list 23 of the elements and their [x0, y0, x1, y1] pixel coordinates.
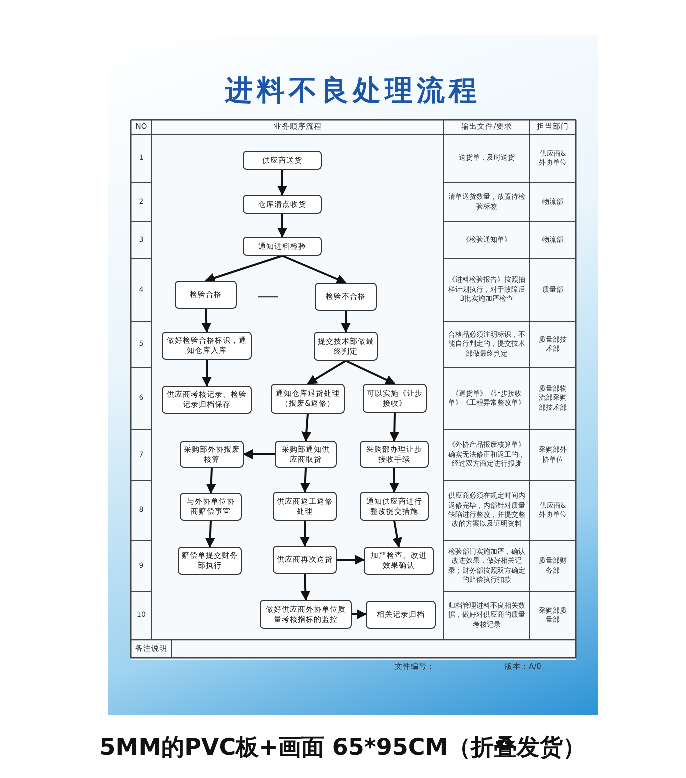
arrow: [205, 255, 283, 283]
arrow: [278, 214, 288, 238]
arrow: [390, 412, 400, 442]
arrow: [282, 255, 347, 284]
arrow: [278, 170, 288, 196]
arrow: [307, 360, 347, 385]
caption: 5MM的PVC板+画面 65*95CM（折叠发货）: [98, 734, 588, 763]
arrow: [205, 520, 216, 548]
arrow: [392, 520, 402, 548]
arrow: [300, 574, 311, 601]
poster-title: 进料不良处理流程: [224, 73, 482, 109]
arrow: [390, 468, 400, 493]
arrow: [352, 610, 367, 620]
arrow: [346, 360, 396, 385]
arrow: [300, 521, 310, 547]
arrow: [337, 555, 365, 565]
arrow: [341, 311, 351, 333]
arrow: [202, 308, 212, 333]
arrow: [243, 450, 275, 460]
arrow: [300, 468, 310, 493]
arrow: [206, 468, 216, 494]
arrow: [302, 414, 312, 442]
arrow: [202, 360, 212, 387]
